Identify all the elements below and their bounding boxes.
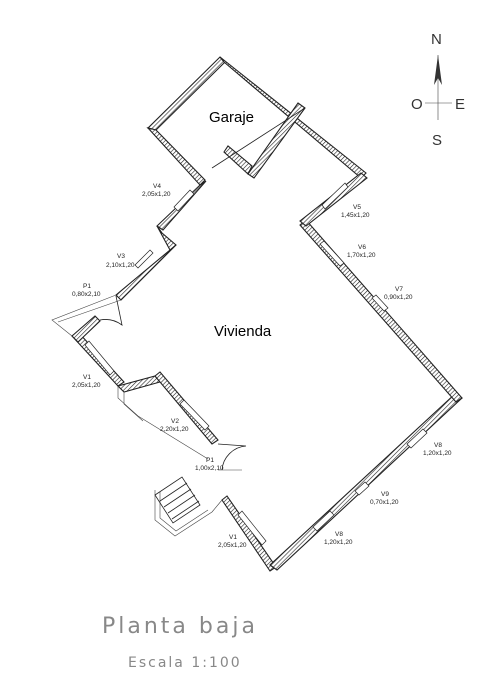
label-v8-right-size: 1,20x1,20	[423, 450, 452, 457]
label-v6-code: V6	[358, 244, 366, 251]
entrance-stairs	[154, 476, 201, 524]
label-p1-main-code: P1	[206, 457, 214, 464]
label-v9-code: V9	[381, 491, 389, 498]
label-v1-bottom-code: V1	[229, 534, 237, 541]
plan-title: Planta baja	[102, 614, 258, 639]
window-v4	[173, 189, 195, 212]
window-v1-bottom	[237, 510, 267, 546]
label-v4-size: 2,05x1,20	[142, 191, 171, 198]
label-v8-bottom-size: 1,20x1,20	[324, 539, 353, 546]
label-p1-upper-size: 0,80x2,10	[72, 291, 101, 298]
label-v1-left-code: V1	[83, 374, 91, 381]
compass: N O E S	[411, 31, 465, 149]
label-v3-size: 2,10x1,20	[106, 262, 135, 269]
window-v1-left	[84, 340, 115, 376]
window-v5	[321, 182, 349, 210]
label-p1-upper-code: P1	[83, 283, 91, 290]
label-v4-code: V4	[153, 183, 161, 190]
north-arrow-icon	[434, 55, 442, 85]
compass-north: N	[431, 31, 442, 48]
window-v9	[354, 481, 370, 496]
label-v2-size: 2,20x1,20	[160, 426, 189, 433]
label-v8-bottom-code: V8	[335, 531, 343, 538]
windows	[84, 182, 428, 546]
door-p1-main	[217, 443, 247, 471]
room-garage: Garaje	[209, 109, 254, 126]
label-v5-size: 1,45x1,20	[341, 212, 370, 219]
window-v8-bottom	[312, 510, 335, 532]
window-v2	[179, 399, 210, 431]
label-v1-left-size: 2,05x1,20	[72, 382, 101, 389]
plan-scale: Escala 1:100	[128, 655, 242, 671]
label-v9-size: 0,70x1,20	[370, 499, 399, 506]
window-v7	[371, 294, 389, 312]
compass-west: O	[411, 96, 423, 113]
doors	[99, 295, 247, 471]
label-v1-bottom-size: 2,05x1,20	[218, 542, 247, 549]
label-v2-code: V2	[171, 418, 179, 425]
door-p1-upper	[99, 295, 123, 326]
house-walls	[71, 172, 463, 572]
porch-outlines	[51, 294, 223, 537]
compass-east: E	[455, 96, 465, 113]
window-v3	[134, 249, 154, 269]
garage-walls	[146, 56, 367, 186]
label-v7-code: V7	[395, 286, 403, 293]
compass-south: S	[432, 132, 442, 149]
window-v6	[319, 240, 345, 267]
label-v6-size: 1,70x1,20	[347, 252, 376, 259]
label-v5-code: V5	[353, 204, 361, 211]
label-p1-main-size: 1,00x2,10	[195, 465, 224, 472]
room-house: Vivienda	[214, 323, 272, 340]
window-v8-right	[406, 428, 428, 449]
label-v8-right-code: V8	[434, 442, 442, 449]
label-v7-size: 0,90x1,20	[384, 294, 413, 301]
opening-labels: V4 2,05x1,20 V3 2,10x1,20 P1 0,80x2,10 V…	[72, 183, 452, 549]
label-v3-code: V3	[117, 253, 125, 260]
